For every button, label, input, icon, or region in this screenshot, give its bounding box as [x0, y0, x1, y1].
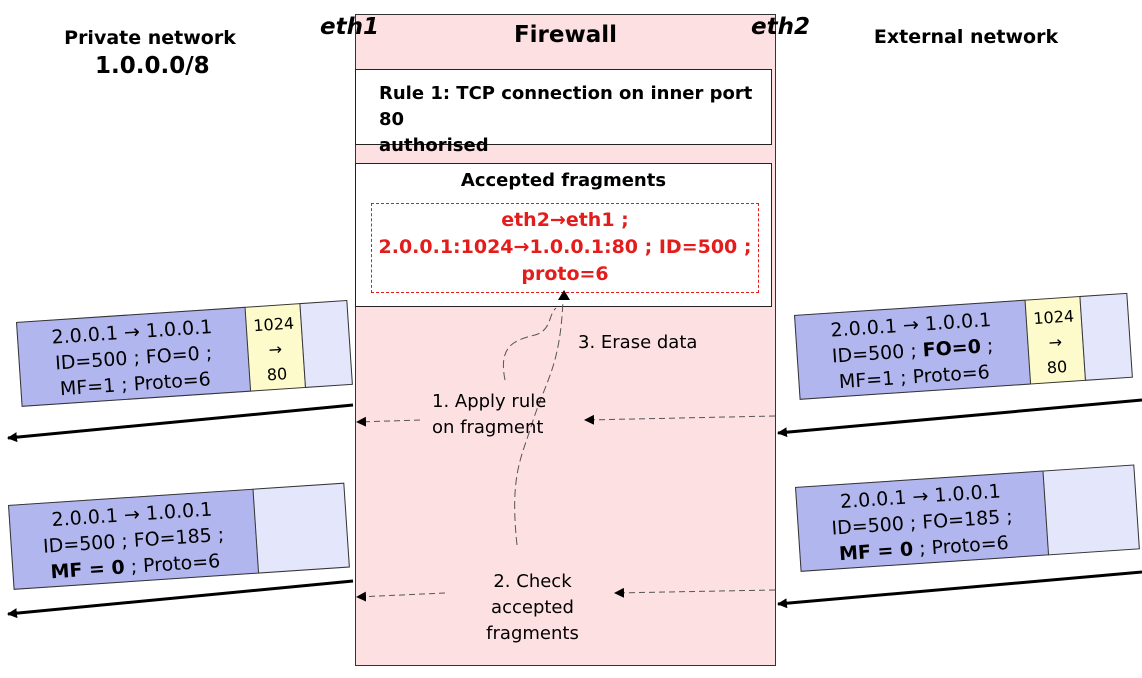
packet-header: 2.0.0.1 → 1.0.0.1 ID=500 ; FO=0 ; MF=1 ;… [16, 306, 252, 407]
external-network-title: External network [873, 26, 1059, 48]
port-arrow: → [1048, 332, 1063, 353]
mf-zero-bold: MF = 0 [838, 538, 914, 566]
port-src: 1024 [1032, 306, 1075, 329]
accepted-fragments-box [355, 163, 772, 307]
packet-port-box: 1024 → 80 [1024, 295, 1087, 385]
priv-arrow-1 [7, 403, 354, 443]
dashed-arrow-2b [356, 591, 446, 602]
ext-arrow-1 [777, 398, 1142, 438]
dashed-curve-check [514, 299, 564, 546]
port-src: 1024 [252, 313, 295, 336]
rule-line-2: authorised [379, 135, 489, 156]
step-3-label: 3. Erase data [578, 332, 698, 353]
port-arrow: → [268, 339, 283, 360]
step-2-line-2: fragments [486, 623, 579, 644]
packet-header: 2.0.0.1 → 1.0.0.1 ID=500 ; FO=185 ; MF =… [8, 488, 260, 590]
packet-data-box [1042, 464, 1140, 556]
step-2-line-1: 2. Check accepted [491, 571, 574, 618]
firewall-title: Firewall [513, 22, 618, 48]
fo-zero-bold: FO=0 [921, 335, 982, 362]
private-network-subnet: 1.0.0.0/8 [95, 53, 210, 79]
eth1-label: eth1 [320, 14, 379, 40]
eth2-label: eth2 [751, 14, 810, 40]
packet-data-box [299, 299, 353, 388]
step-2-label: 2. Check accepted fragments [450, 569, 615, 647]
priv-arrow-2 [7, 579, 354, 619]
step-1-label: 1. Apply rule on fragment [432, 389, 546, 441]
packet-data-box [1079, 292, 1133, 381]
private-network-title: Private network [64, 27, 236, 49]
port-dst: 80 [1046, 357, 1068, 378]
ext-arrow-2 [777, 570, 1142, 609]
accepted-fragment-entry: eth2→eth1 ; 2.0.0.1:1024→1.0.0.1:80 ; ID… [371, 203, 759, 293]
packet-header: 2.0.0.1 → 1.0.0.1 ID=500 ; FO=0 ; MF=1 ;… [794, 299, 1032, 400]
port-dst: 80 [266, 364, 288, 385]
dashed-arrow-2a [614, 587, 776, 598]
dashed-arrow-1a [584, 414, 776, 425]
accepted-entry-line-1: eth2→eth1 ; [501, 209, 629, 231]
accepted-entry-line-2: 2.0.0.1:1024→1.0.0.1:80 ; ID=500 ; [378, 236, 752, 258]
dashed-curve-erase [503, 307, 557, 381]
rule-line-1: Rule 1: TCP connection on inner port 80 [379, 83, 753, 130]
step-1-line-1: 1. Apply rule [432, 391, 547, 412]
dashed-arrow-1b [356, 416, 421, 427]
accepted-fragments-title: Accepted fragments [460, 170, 667, 191]
mf-zero-bold: MF = 0 [49, 556, 126, 584]
packet-header: 2.0.0.1 → 1.0.0.1 ID=500 ; FO=185 ; MF =… [795, 470, 1050, 572]
step-1-line-2: on fragment [432, 417, 544, 438]
rule-box: Rule 1: TCP connection on inner port 80 … [355, 69, 772, 156]
packet-data-box [252, 482, 350, 574]
accepted-entry-line-3: proto=6 [521, 263, 609, 285]
packet-port-box: 1024 → 80 [244, 303, 307, 392]
